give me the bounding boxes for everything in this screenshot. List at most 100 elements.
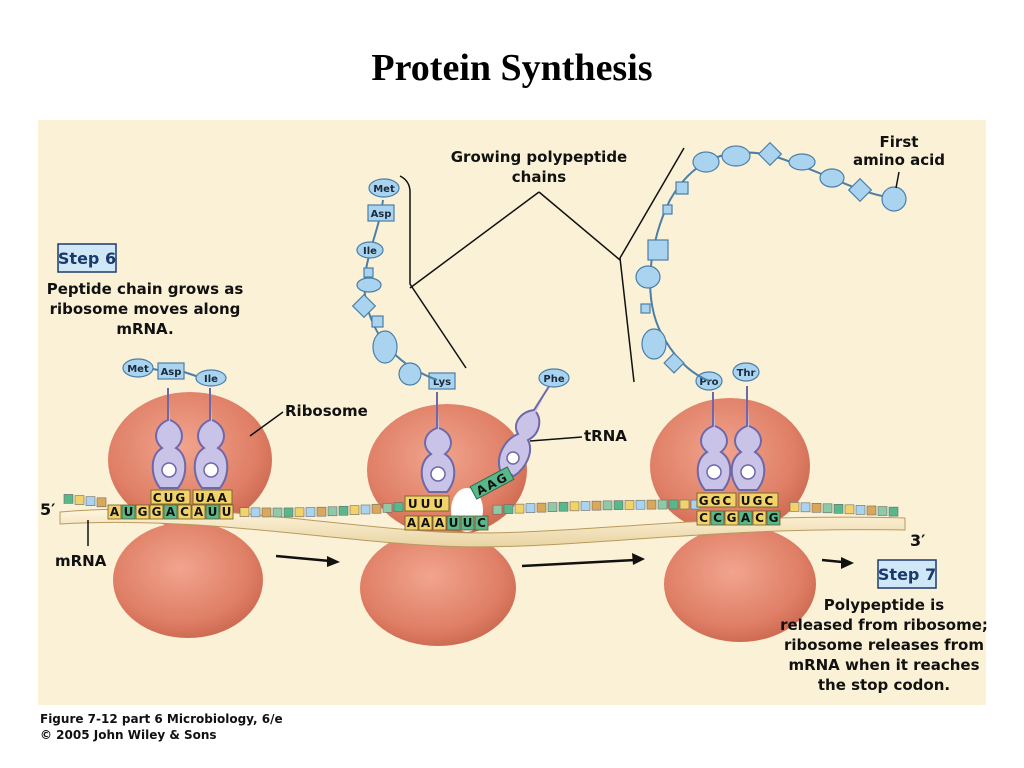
mrna-r2-base: A [421, 516, 431, 530]
trna-label: tRNA [529, 427, 627, 445]
polypeptide-chain-ribosome-3 [635, 141, 907, 382]
five-prime-label: 5′ [40, 500, 55, 519]
nucleotide-tick [657, 499, 668, 510]
svg-text:ribosome releases from: ribosome releases from [784, 636, 984, 654]
nucleotide-tick [646, 499, 657, 510]
svg-text:Ribosome: Ribosome [285, 402, 368, 420]
mrna-r2-base-box [418, 515, 433, 531]
svg-text:GGC: GGC [699, 494, 734, 508]
mrna-label: mRNA [55, 520, 107, 570]
svg-text:ribosome moves along: ribosome moves along [50, 300, 241, 318]
anticodon-uuu: UUU [404, 495, 450, 512]
slide-title: Protein Synthesis [371, 47, 653, 89]
mrna-r1-base: A [110, 505, 120, 519]
nucleotide-tick [668, 499, 679, 510]
nucleotide-tick [877, 506, 888, 516]
nucleotide-tick [492, 504, 503, 515]
nucleotide-tick [294, 507, 305, 518]
mrna-r1-base-box [219, 504, 234, 520]
mrna-r1-base: U [222, 505, 232, 519]
svg-text:Phe: Phe [543, 374, 564, 385]
mrna-r3-base-box [752, 510, 767, 526]
amino-acid-thr: Thr [732, 362, 760, 382]
nucleotide-tick [547, 502, 558, 512]
svg-text:Step 6: Step 6 [58, 249, 116, 268]
nucleotide-tick [624, 500, 635, 510]
svg-text:First: First [880, 133, 919, 151]
mrna-strand [59, 494, 906, 548]
mrna-r2-base: C [477, 516, 486, 530]
mrna-r1-base-box [107, 504, 122, 520]
nucleotide-tick [514, 503, 525, 514]
nucleotide-tick [305, 507, 316, 517]
ribosome-1 [108, 392, 272, 638]
nucleotide-tick [536, 502, 547, 513]
mrna-r3-base: C [699, 511, 708, 525]
nucleotide-tick [349, 505, 360, 515]
svg-text:chains: chains [512, 168, 567, 186]
nucleotide-tick [679, 499, 690, 510]
step-7-badge: Step 7 [877, 559, 937, 589]
nucleotide-tick [371, 503, 382, 514]
anticodon-ggc: GGC [696, 492, 737, 508]
mrna-r2-base-box [446, 515, 461, 531]
svg-text:UGC: UGC [741, 494, 775, 508]
svg-text:Lys: Lys [433, 377, 451, 388]
trna-incoming-phe [498, 373, 557, 478]
mrna-r1-base-box [121, 504, 136, 520]
step-6-badge: Step 6 [57, 243, 117, 273]
svg-text:UAA: UAA [195, 491, 229, 505]
mrna-r1-base-box [205, 504, 220, 520]
nucleotide-tick [789, 502, 800, 512]
svg-text:mRNA when it reaches: mRNA when it reaches [788, 656, 979, 674]
mrna-r3-base: C [713, 511, 722, 525]
mrna-r1-base: C [180, 505, 189, 519]
anticodon-uaa: UAA [192, 489, 233, 505]
svg-text:tRNA: tRNA [584, 427, 627, 445]
svg-text:the stop codon.: the stop codon. [818, 676, 950, 694]
mrna-r1-base: U [124, 505, 134, 519]
nucleotide-tick [613, 500, 624, 510]
svg-text:Step 7: Step 7 [878, 565, 936, 584]
mrna-r2-base: U [449, 516, 459, 530]
nucleotide-tick [393, 502, 404, 512]
arrow-right-3 [821, 557, 854, 569]
mrna-r3-base: G [727, 511, 737, 525]
nucleotide-tick [800, 502, 811, 513]
ribosome-label: Ribosome [249, 402, 368, 437]
nucleotide-tick [888, 506, 899, 517]
nucleotide-tick [833, 504, 844, 514]
nucleotide-tick [96, 497, 107, 508]
svg-text:Met: Met [373, 184, 395, 195]
svg-text:Asp: Asp [371, 209, 392, 220]
amino-acid-asp: Asp [157, 362, 185, 380]
mrna-r2-base: A [407, 516, 417, 530]
nucleotide-tick [866, 505, 877, 516]
svg-text:Ile: Ile [363, 246, 377, 257]
growing-chains-label: Growing polypeptide chains [399, 147, 685, 383]
mrna-r2-base-box [404, 515, 419, 531]
mrna-r3-base-box [766, 510, 781, 526]
nucleotide-tick [569, 501, 580, 512]
nucleotide-tick [327, 506, 338, 517]
mrna-r3-base: A [741, 511, 751, 525]
nucleotide-tick [602, 500, 613, 511]
nucleotide-tick [261, 507, 272, 518]
nucleotide-tick [525, 503, 536, 513]
svg-text:Ile: Ile [204, 374, 218, 385]
nucleotide-tick [591, 500, 602, 511]
mrna-r1-base: G [152, 505, 162, 519]
amino-acid-phe: Phe [538, 368, 570, 388]
nucleotide-tick [63, 494, 74, 504]
svg-text:Met: Met [127, 364, 149, 375]
step-6-description: Peptide chain grows as ribosome moves al… [47, 280, 244, 338]
svg-text:released from ribosome;: released from ribosome; [780, 616, 988, 634]
svg-text:UUU: UUU [408, 497, 446, 511]
nucleotide-tick [844, 504, 855, 515]
nucleotide-tick [74, 495, 85, 505]
nucleotide-tick [635, 499, 646, 510]
arrow-right-1 [275, 554, 340, 567]
